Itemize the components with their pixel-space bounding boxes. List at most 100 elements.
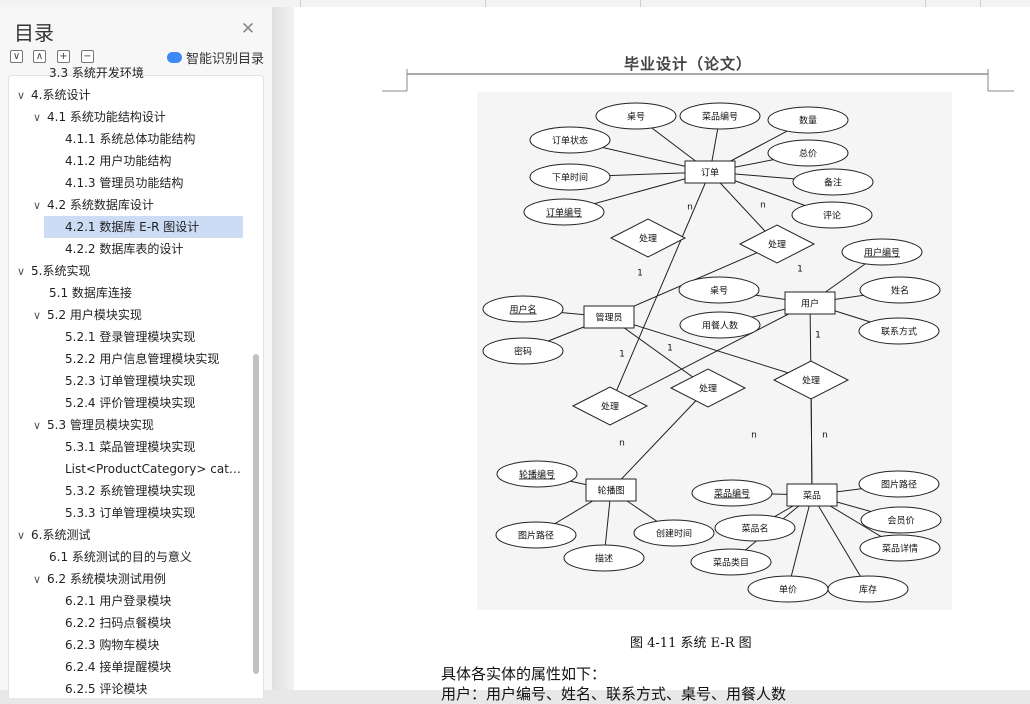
toc-item[interactable]: 5.3.2 系统管理模块实现 [65,480,195,502]
toc-item-label: 4.1.2 用户功能结构 [65,154,172,168]
er-attribute [714,514,796,542]
toolbar-divider [640,0,641,7]
er-cardinality: n [760,201,766,211]
sidebar-title: 目录 [14,21,54,45]
add-heading-icon[interactable]: + [57,50,70,63]
toc-item[interactable]: 6.2.4 接单提醒模块 [65,656,171,678]
chevron-down-icon[interactable]: ∨ [17,89,26,102]
er-entity [786,483,838,507]
toc-item[interactable]: 6.2.1 用户登录模块 [65,590,171,612]
er-entity-label: 管理员 [595,312,622,324]
er-attribute [529,126,611,154]
toc-item[interactable]: 6.1 系统测试的目的与意义 [49,546,192,568]
collapse-all-icon[interactable]: ∨ [10,50,23,63]
er-attribute [633,519,715,547]
chevron-down-icon[interactable]: ∨ [33,419,42,432]
er-attribute [595,102,677,130]
toc-item-label: 4.1 系统功能结构设计 [47,110,166,124]
toolbar-divider [980,0,981,7]
toc-item-label: 5.3.1 菜品管理模块实现 [65,440,196,454]
er-relationship [738,224,816,264]
toc-item-label: 5.3.3 订单管理模块实现 [65,506,196,520]
er-attribute [859,276,941,304]
chevron-down-icon[interactable]: ∨ [33,309,42,322]
close-icon[interactable]: ✕ [240,19,256,39]
er-edge [608,316,709,389]
toc-item-label: 5.2.4 评价管理模块实现 [65,396,196,410]
er-attribute [827,575,909,603]
chevron-down-icon[interactable]: ∨ [17,529,26,542]
toc-scrollbar[interactable] [253,354,259,674]
er-edge [609,302,811,407]
chevron-down-icon[interactable]: ∨ [33,199,42,212]
toc-item[interactable]: ∨4.2 系统数据库设计 [33,194,154,216]
toolbar-divider [485,0,486,7]
body-paragraph: 具体各实体的属性如下： [441,665,607,683]
toc-item[interactable]: ∨4.系统设计 [17,84,90,106]
remove-heading-icon[interactable]: − [81,50,94,63]
toc-item[interactable]: 3.3 系统开发环境 [49,62,144,84]
er-attribute [679,102,761,130]
toc-item[interactable]: ∨6.系统测试 [17,524,90,546]
er-attribute-label: 图片路径 [518,530,554,542]
expand-up-icon[interactable]: ∧ [33,50,46,63]
smart-toc-label: 智能识别目录 [186,51,265,67]
toc-item[interactable]: ∨5.2 用户模块实现 [33,304,142,326]
er-attribute [495,521,577,549]
er-entity [585,478,637,502]
toc-item[interactable]: ∨ 6.2 系统模块测试用例 [33,568,166,590]
er-attribute-label: 用餐人数 [702,320,738,332]
toc-item[interactable]: 5.2.1 登录管理模块实现 [65,326,195,348]
toc-item-label: 4.2.2 数据库表的设计 [65,242,184,256]
toc-item-label: 6.2.2 扫码点餐模块 [65,616,172,630]
toc-item[interactable]: 6.2.3 购物车模块 [65,634,159,656]
toc-item-label: 6.2 系统模块测试用例 [47,572,166,586]
toc-item[interactable]: 4.1.3 管理员功能结构 [65,172,183,194]
er-attribute-label: 图片路径 [881,479,917,491]
er-attribute-label: 菜品编号 [714,488,750,500]
toc-item[interactable]: 4.1.2 用户功能结构 [65,150,171,172]
er-attribute [859,534,941,562]
toc-item[interactable]: ∨5.3 管理员模块实现 [33,414,154,436]
er-attribute [482,337,564,365]
er-relationship [609,218,687,258]
toolbar-divider [925,0,926,7]
er-attribute-label: 数量 [799,115,817,127]
toc-item[interactable]: 5.1 数据库连接 [49,282,132,304]
toc-item[interactable]: 5.2.4 评价管理模块实现 [65,392,195,414]
toc-item[interactable]: 5.3.3 订单管理模块实现 [65,502,195,524]
er-entity [784,291,836,315]
toc-item[interactable]: 5.2.2 用户信息管理模块实现 [65,348,219,370]
toc-item[interactable]: ∨5.系统实现 [17,260,90,282]
toolbar-divider [300,0,301,7]
er-attribute-label: 订单编号 [546,207,582,219]
toc-sidebar: 目录 ✕ ∨ ∧ + − 智能识别目录 3.3 系统开发环境∨4.系统设计∨4.… [0,7,272,698]
chevron-down-icon[interactable]: ∨ [33,111,42,124]
toc-item[interactable]: 6.2.5 评论模块 [65,678,147,700]
er-relationship-label: 处理 [601,401,619,413]
er-attribute-label: 菜品名 [741,523,768,535]
toc-item[interactable]: 6.2.2 扫码点餐模块 [65,612,171,634]
toc-item[interactable]: 4.2.2 数据库表的设计 [65,238,183,260]
toc-item[interactable]: 4.1.1 系统总体功能结构 [65,128,195,150]
toc-item[interactable]: 5.3.1 菜品管理模块实现 [65,436,195,458]
toc-item[interactable]: 4.2.1 数据库 E-R 图设计 [44,216,243,238]
toc-item[interactable]: 5.2.3 订单管理模块实现 [65,370,195,392]
er-attribute [767,139,849,167]
er-attribute [679,311,761,339]
toc-item[interactable]: List<ProductCategory> cat… [65,458,241,480]
chevron-down-icon[interactable]: ∨ [33,573,42,586]
er-relationship-label: 处理 [639,233,657,245]
figure-caption: 图 4-11 系统 E-R 图 [630,636,752,651]
er-entity [684,160,736,184]
smart-toc-button[interactable]: 智能识别目录 [167,49,265,67]
er-cardinality: 1 [797,265,803,275]
er-relationship [669,368,747,408]
er-attribute-label: 库存 [859,584,877,596]
er-attribute [496,460,578,488]
chevron-down-icon[interactable]: ∨ [17,265,26,278]
er-attribute-label: 描述 [595,553,613,565]
toc-item[interactable]: ∨ 4.1 系统功能结构设计 [33,106,166,128]
toc-item-label: 4.1.3 管理员功能结构 [65,176,184,190]
